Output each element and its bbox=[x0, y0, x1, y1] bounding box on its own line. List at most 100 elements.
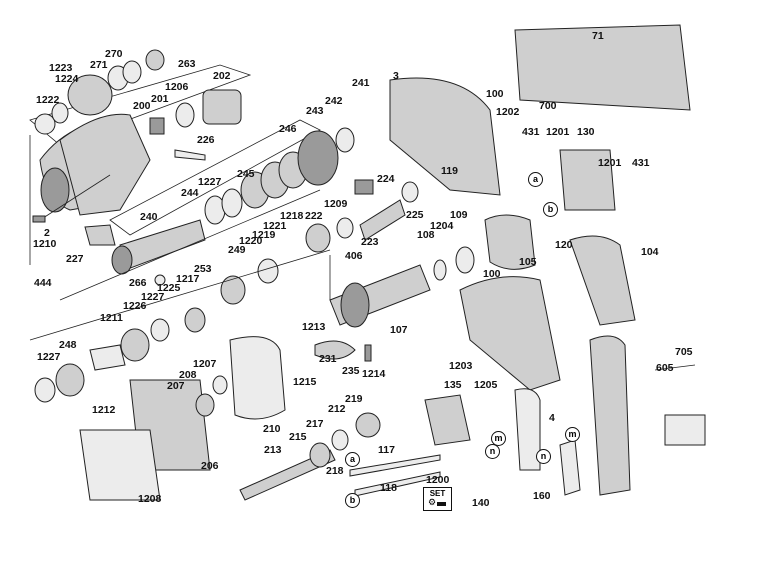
part-label: 1200 bbox=[426, 474, 450, 486]
part-label: 1224 bbox=[55, 73, 79, 85]
armature-group bbox=[29, 246, 475, 403]
part-label: 1207 bbox=[193, 358, 217, 370]
spindle-group bbox=[59, 119, 419, 305]
callout-marker: n bbox=[485, 444, 500, 459]
part-label: 1204 bbox=[430, 220, 454, 232]
part-label: 215 bbox=[289, 431, 307, 443]
part-label: 224 bbox=[377, 173, 395, 185]
part-label: 263 bbox=[178, 58, 196, 70]
part-label: 227 bbox=[66, 253, 84, 265]
part-label: 119 bbox=[441, 165, 458, 177]
set-badge: SET ⚙ bbox=[423, 487, 452, 511]
part-label: 271 bbox=[90, 59, 108, 71]
part-label: 1210 bbox=[33, 238, 57, 250]
part-label: 3 bbox=[393, 70, 399, 82]
part-label: 700 bbox=[539, 100, 557, 112]
part-label: 270 bbox=[105, 48, 123, 60]
part-label: 210 bbox=[263, 423, 281, 435]
part-label: 1206 bbox=[165, 81, 189, 93]
part-label: 1225 bbox=[157, 282, 181, 294]
part-label: 105 bbox=[519, 256, 537, 268]
part-label: 202 bbox=[213, 70, 231, 82]
part-label: 243 bbox=[306, 105, 324, 117]
part-label: 605 bbox=[656, 362, 674, 374]
part-label: 1201 bbox=[598, 157, 622, 169]
callout-marker: a bbox=[345, 452, 360, 467]
part-label: 225 bbox=[406, 209, 424, 221]
part-label: 118 bbox=[380, 482, 397, 494]
part-label: 1222 bbox=[36, 94, 60, 106]
part-label: 218 bbox=[326, 465, 344, 477]
part-label: 108 bbox=[417, 229, 435, 241]
part-label: 213 bbox=[264, 444, 282, 456]
part-label: 1227 bbox=[198, 176, 222, 188]
part-label: 245 bbox=[237, 168, 255, 180]
part-label: 219 bbox=[345, 393, 363, 405]
part-label: 253 bbox=[194, 263, 212, 275]
set-badge-label: SET bbox=[429, 489, 446, 498]
part-label: 1221 bbox=[263, 220, 287, 232]
part-label: 107 bbox=[390, 324, 408, 336]
part-label: 200 bbox=[133, 100, 151, 112]
part-label: 1202 bbox=[496, 106, 520, 118]
part-label: 201 bbox=[151, 93, 169, 105]
part-label: 1203 bbox=[449, 360, 473, 372]
part-label: 249 bbox=[228, 244, 246, 256]
part-label: 207 bbox=[167, 380, 185, 392]
callout-marker: n bbox=[536, 449, 551, 464]
part-label: 266 bbox=[129, 277, 147, 289]
part-label: 1212 bbox=[92, 404, 116, 416]
housing-group bbox=[329, 24, 706, 496]
callout-marker: m bbox=[565, 427, 580, 442]
gearbox-group bbox=[79, 336, 441, 501]
part-label: 231 bbox=[319, 353, 337, 365]
part-label: 1227 bbox=[141, 291, 165, 303]
part-label: 2 bbox=[44, 227, 50, 239]
part-label: 104 bbox=[641, 246, 659, 258]
part-label: 130 bbox=[577, 126, 595, 138]
part-label: 223 bbox=[361, 236, 379, 248]
part-label: 1227 bbox=[37, 351, 61, 363]
part-label: 206 bbox=[201, 460, 219, 472]
part-label: 1214 bbox=[362, 368, 386, 380]
part-label: 1218 bbox=[280, 210, 304, 222]
part-label: 135 bbox=[444, 379, 462, 391]
part-label: 1208 bbox=[138, 493, 162, 505]
part-label: 431 bbox=[522, 126, 540, 138]
part-label: 212 bbox=[328, 403, 346, 415]
part-label: 160 bbox=[533, 490, 551, 502]
part-label: 240 bbox=[140, 211, 158, 223]
part-label: 1223 bbox=[49, 62, 73, 74]
part-label: 100 bbox=[486, 88, 504, 100]
callout-marker: b bbox=[543, 202, 558, 217]
chuck-assembly bbox=[29, 49, 252, 265]
set-bar-icon bbox=[437, 502, 446, 506]
part-label: 1215 bbox=[293, 376, 317, 388]
part-label: 1211 bbox=[100, 312, 123, 324]
part-label: 1226 bbox=[123, 300, 147, 312]
callout-marker: b bbox=[345, 493, 360, 508]
part-label: 1217 bbox=[176, 273, 200, 285]
callout-marker: m bbox=[491, 431, 506, 446]
part-label: 1205 bbox=[474, 379, 498, 391]
part-label: 1220 bbox=[239, 235, 263, 247]
gear-icon: ⚙ bbox=[428, 497, 437, 507]
part-label: 100 bbox=[483, 268, 501, 280]
part-label: 117 bbox=[378, 444, 395, 456]
callout-marker: a bbox=[528, 172, 543, 187]
part-label: 217 bbox=[306, 418, 324, 430]
part-label: 208 bbox=[179, 369, 197, 381]
part-label: 431 bbox=[632, 157, 650, 169]
part-label: 242 bbox=[325, 95, 343, 107]
part-label: 109 bbox=[450, 209, 468, 221]
part-label: 244 bbox=[181, 187, 199, 199]
part-label: 235 bbox=[342, 365, 360, 377]
part-label: 241 bbox=[352, 77, 370, 89]
part-label: 246 bbox=[279, 123, 297, 135]
part-label: 1209 bbox=[324, 198, 348, 210]
part-label: 248 bbox=[59, 339, 77, 351]
part-label: 444 bbox=[34, 277, 52, 289]
part-label: 1213 bbox=[302, 321, 326, 333]
